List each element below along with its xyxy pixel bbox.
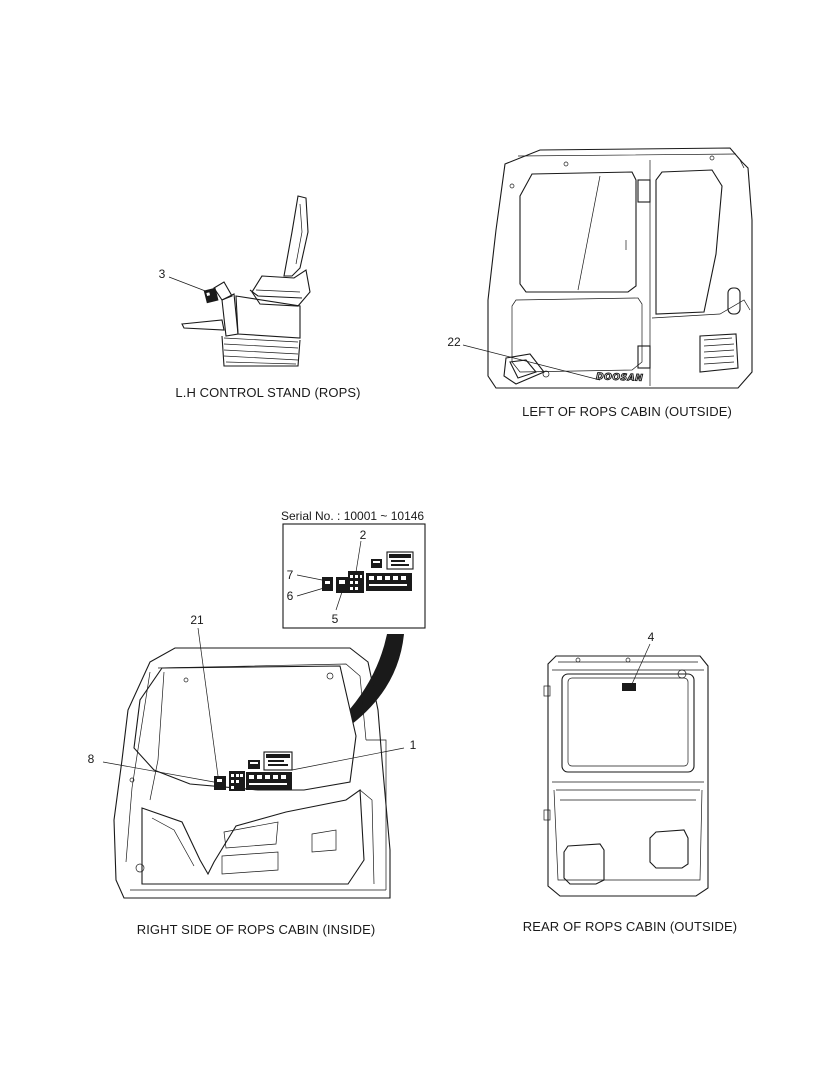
callout-8: 8	[87, 752, 95, 766]
serial-detail-box	[282, 523, 426, 756]
callout-2: 2	[359, 528, 367, 542]
caption-rear-cabin: REAR OF ROPS CABIN (OUTSIDE)	[522, 919, 738, 934]
callout-6: 6	[286, 589, 294, 603]
lh-control-stand-drawing	[168, 195, 311, 367]
serial-number-label: Serial No. : 10001 ~ 10146	[281, 509, 425, 523]
callout-1: 1	[409, 738, 417, 752]
callout-3: 3	[158, 267, 166, 281]
callout-22: 22	[447, 335, 461, 349]
caption-left-cabin: LEFT OF ROPS CABIN (OUTSIDE)	[522, 404, 732, 419]
callout-7: 7	[286, 568, 294, 582]
right-cabin-drawing	[102, 627, 405, 899]
callout-5: 5	[331, 612, 339, 626]
callout-4: 4	[647, 630, 655, 644]
caption-lh-control-stand: L.H CONTROL STAND (ROPS)	[175, 385, 361, 400]
left-cabin-drawing	[462, 147, 753, 389]
doosan-logo: DOOSAN	[595, 372, 644, 385]
callout-21: 21	[190, 613, 204, 627]
rear-cabin-drawing	[543, 643, 709, 897]
caption-right-cabin: RIGHT SIDE OF ROPS CABIN (INSIDE)	[136, 922, 376, 937]
